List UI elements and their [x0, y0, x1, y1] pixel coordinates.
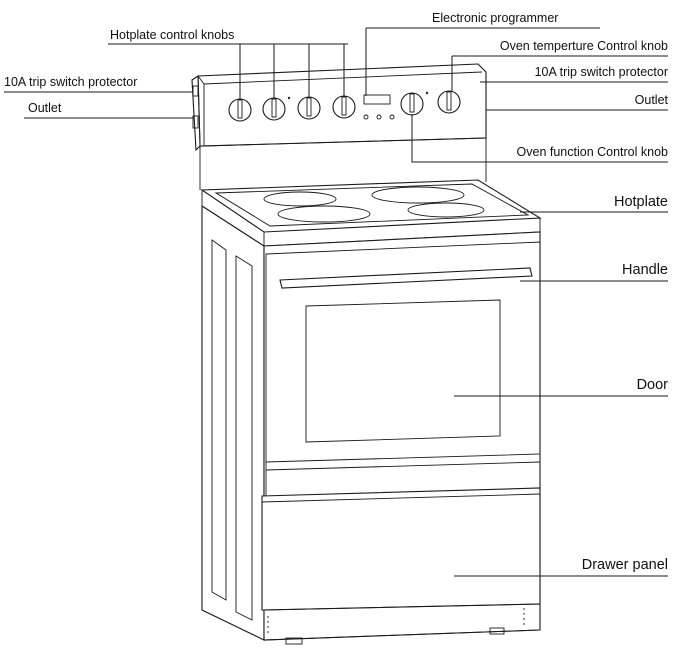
oven-handle	[279, 267, 533, 289]
knob-hotplate-4	[332, 95, 356, 119]
hotplate-back-left	[263, 191, 337, 207]
hotplate-front-left	[277, 205, 371, 223]
oven-window	[305, 299, 501, 443]
cooker-drawing	[191, 63, 542, 645]
label-door: Door	[637, 377, 669, 393]
programmer-display	[363, 94, 391, 105]
cabinet-side	[201, 204, 265, 641]
label-electronic-programmer: Electronic programmer	[432, 11, 558, 25]
knob-hotplate-1	[228, 98, 252, 122]
labels: Hotplate control knobs Electronic progra…	[4, 11, 669, 573]
knob-hotplate-3	[297, 96, 321, 120]
knob-hotplate-2	[262, 97, 286, 121]
drawer-panel	[261, 487, 541, 611]
label-handle: Handle	[622, 262, 668, 278]
label-outlet-left: Outlet	[28, 101, 62, 115]
leader-lines	[4, 27, 668, 577]
label-hotplate-control-knobs: Hotplate control knobs	[110, 28, 234, 42]
label-drawer-panel: Drawer panel	[582, 557, 668, 573]
label-trip-switch-left: 10A trip switch protector	[4, 75, 137, 89]
oven-door	[265, 241, 541, 463]
knob-oven-temperature	[437, 90, 461, 114]
label-trip-switch-right: 10A trip switch protector	[535, 65, 668, 79]
label-oven-function-knob: Oven function Control knob	[517, 145, 669, 159]
label-hotplate: Hotplate	[614, 194, 668, 210]
hotplate-back-right	[371, 186, 465, 204]
label-outlet-right: Outlet	[635, 93, 669, 107]
knob-oven-function	[400, 92, 424, 116]
hotplate-front-right	[407, 202, 485, 218]
label-oven-temperature-knob: Oven temperture Control knob	[500, 39, 668, 53]
